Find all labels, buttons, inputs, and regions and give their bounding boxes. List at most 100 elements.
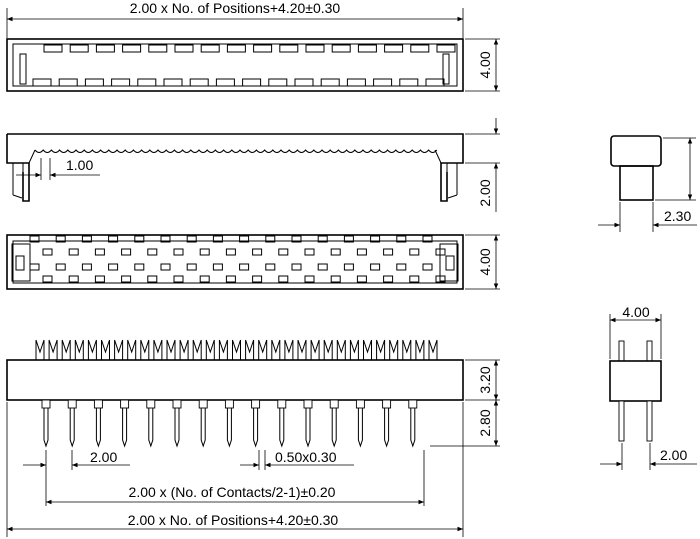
contact-spring: [232, 339, 241, 360]
slot: [55, 235, 66, 243]
pin-shoulder: [93, 399, 103, 409]
slot: [29, 235, 40, 243]
contact-spring: [245, 339, 255, 360]
slot: [383, 248, 394, 256]
slot: [278, 248, 289, 256]
contact-spring: [74, 339, 84, 360]
pin: [384, 408, 390, 448]
slot: [317, 235, 328, 243]
bottom-view: 4.00: [6, 234, 500, 290]
slot: [279, 44, 299, 53]
contact-spring: [284, 339, 294, 360]
side-height-label: 2.00: [477, 179, 493, 206]
slot: [186, 235, 197, 243]
slot: [137, 78, 157, 87]
contact-spring: [218, 339, 228, 360]
pin: [357, 408, 363, 448]
slot: [84, 78, 104, 87]
bottom-height-label: 4.00: [477, 248, 493, 275]
slot: [383, 275, 394, 283]
pin: [148, 408, 154, 448]
slot: [43, 44, 63, 53]
pin: [43, 408, 49, 448]
slot: [212, 263, 223, 271]
slot: [317, 263, 328, 271]
slot: [226, 44, 246, 53]
slot: [343, 263, 354, 271]
contact-spring: [140, 339, 150, 360]
slot: [252, 248, 263, 256]
front-view: 3.20 2.80 2.00 0.50x0.30 2.00 x (No. of …: [6, 339, 500, 537]
slot: [370, 263, 381, 271]
end-width-label: 2.30: [664, 208, 691, 224]
slot: [160, 263, 171, 271]
slot: [409, 275, 420, 283]
pitch-label: 2.00: [90, 449, 117, 465]
contact-spring: [87, 339, 97, 360]
slot: [384, 44, 404, 53]
slot: [122, 44, 142, 53]
slot: [147, 275, 158, 283]
pin-shoulder: [382, 399, 392, 409]
slot: [163, 78, 183, 87]
slot: [215, 78, 235, 87]
slot: [410, 44, 430, 53]
pin-shoulder: [172, 399, 182, 409]
contact-spring: [310, 339, 320, 360]
slot: [422, 263, 433, 271]
slot: [343, 235, 354, 243]
slot: [173, 275, 184, 283]
contact-spring: [363, 339, 372, 360]
slot: [435, 248, 446, 256]
pin: [279, 408, 285, 448]
slot: [252, 275, 263, 283]
contact-spring: [415, 339, 425, 360]
slot: [278, 275, 289, 283]
slot: [29, 263, 40, 271]
contacts-span-label: 2.00 x (No. of Contacts/2-1)±0.20: [129, 484, 336, 500]
slot: [69, 44, 89, 53]
front-end-view: 4.00 2.00: [600, 304, 697, 470]
slot: [291, 263, 302, 271]
slot: [108, 263, 119, 271]
contact-spring: [428, 339, 438, 360]
slot: [68, 275, 79, 283]
pin: [253, 408, 259, 448]
slot: [134, 263, 145, 271]
slot: [373, 78, 393, 87]
contact-spring: [179, 339, 189, 360]
contact-spring: [389, 339, 399, 360]
slot: [42, 248, 53, 256]
contact-spring: [376, 339, 386, 360]
slot: [422, 235, 433, 243]
pin-shoulder: [329, 399, 339, 409]
contact-spring: [271, 339, 281, 360]
slot: [320, 78, 340, 87]
slot: [409, 248, 420, 256]
contact-spring: [258, 339, 268, 360]
contact-spring: [166, 339, 176, 360]
side-view: 1.00 2.00: [6, 118, 500, 212]
side-pitch-label: 1.00: [66, 157, 93, 173]
slot: [212, 235, 223, 243]
slot: [81, 263, 92, 271]
pin: [410, 408, 416, 448]
slot: [225, 248, 236, 256]
top-height-label: 4.00: [477, 51, 493, 78]
slot: [239, 235, 250, 243]
pin-size-label: 0.50x0.30: [275, 449, 337, 465]
slot: [304, 275, 315, 283]
slot: [356, 248, 367, 256]
contact-spring: [35, 339, 45, 360]
slot: [95, 44, 115, 53]
slot: [199, 248, 210, 256]
slot: [357, 44, 377, 53]
slot: [32, 78, 52, 87]
slot: [148, 44, 168, 53]
pin: [305, 408, 311, 448]
slot: [174, 44, 194, 53]
slot: [239, 263, 250, 271]
slot: [199, 275, 210, 283]
pin: [331, 408, 337, 448]
